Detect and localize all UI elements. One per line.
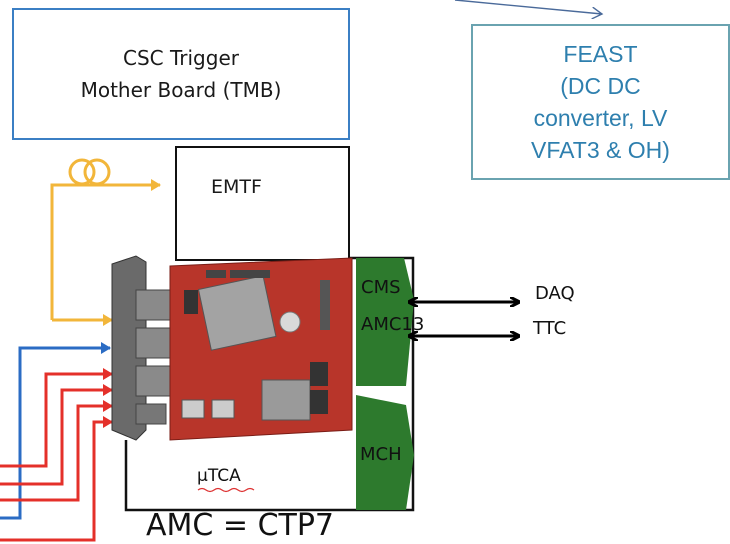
board-chip: [182, 400, 204, 418]
ttc-label: TTC: [533, 318, 566, 339]
board-chip: [320, 280, 330, 330]
board-caption: AMC = CTP7: [146, 508, 334, 543]
daq-label: DAQ: [535, 283, 575, 304]
spellcheck-squiggle: [198, 489, 254, 492]
board-chip: [230, 270, 270, 278]
utca-label: µTCA: [197, 466, 241, 486]
red-link-4: [0, 422, 112, 540]
board-chip: [206, 270, 226, 278]
board-fpga-chip: [198, 276, 275, 350]
board-chip: [212, 400, 234, 418]
board-chip: [310, 362, 328, 386]
amc13-label-line1: CMS: [361, 277, 401, 298]
feast-pointer-line: [455, 0, 602, 14]
fiber-loop-icon: [70, 160, 109, 184]
amc13-label-line2: AMC13: [361, 314, 424, 335]
board-chip: [184, 290, 198, 314]
ctp7-board-image: [112, 256, 352, 440]
board-logo: [280, 312, 300, 332]
mch-label: MCH: [360, 444, 402, 465]
board-chip: [262, 380, 310, 420]
board-connector: [136, 404, 166, 424]
board-chip: [310, 390, 328, 414]
